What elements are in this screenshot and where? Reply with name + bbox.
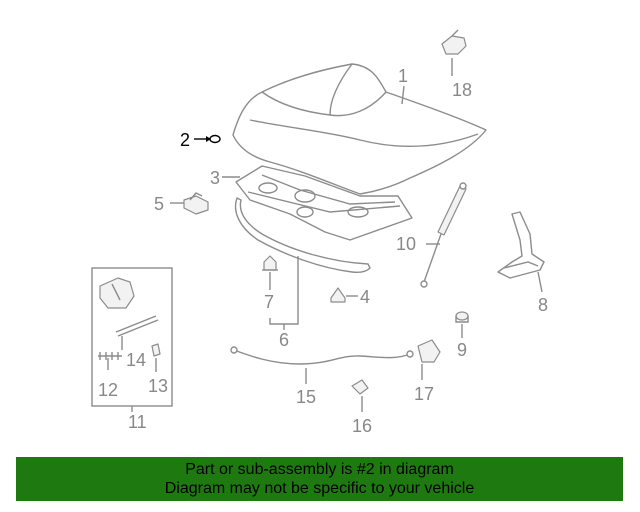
callout-14: 14 <box>126 350 146 370</box>
exploded-parts-diagram: 1 2 3 4 5 6 7 8 9 10 11 12 13 14 15 16 1… <box>91 29 548 436</box>
callout-9: 9 <box>457 340 467 360</box>
callout-13: 13 <box>148 376 168 396</box>
hood-panel <box>232 63 487 195</box>
callout-4: 4 <box>360 287 370 307</box>
hood-cushion <box>330 287 346 303</box>
hood-lift-strut <box>420 182 467 288</box>
hood-hinge <box>497 211 545 279</box>
release-handle <box>417 339 441 363</box>
release-cable <box>230 346 414 365</box>
weatherstrip-seal <box>234 197 371 274</box>
callout-6: 6 <box>279 330 289 350</box>
callout-5: 5 <box>154 194 164 214</box>
support-bracket <box>441 29 467 55</box>
callout-8: 8 <box>538 295 548 315</box>
callout-17: 17 <box>414 384 434 404</box>
cable-clip <box>351 379 369 395</box>
callout-12: 12 <box>98 380 118 400</box>
callout-1: 1 <box>398 66 408 86</box>
hood-bumper <box>455 311 469 323</box>
callout-7: 7 <box>264 292 274 312</box>
callout-16: 16 <box>352 416 372 436</box>
hood-inner-panel <box>235 165 413 241</box>
callout-10: 10 <box>396 234 416 254</box>
callout-18: 18 <box>452 80 472 100</box>
callout-15: 15 <box>296 387 316 407</box>
callout-2: 2 <box>180 130 190 150</box>
banner-line-1: Part or sub-assembly is #2 in diagram <box>185 461 454 478</box>
callout-11: 11 <box>128 412 147 432</box>
bumper-stop <box>183 192 209 215</box>
leader-lines <box>107 58 543 412</box>
callout-3: 3 <box>210 168 220 188</box>
banner-line-2: Diagram may not be specific to your vehi… <box>164 480 475 497</box>
highlighted-part-2 <box>194 134 221 144</box>
disclaimer-banner: Part or sub-assembly is #2 in diagram Di… <box>16 457 623 501</box>
retainer-clip <box>262 255 278 271</box>
